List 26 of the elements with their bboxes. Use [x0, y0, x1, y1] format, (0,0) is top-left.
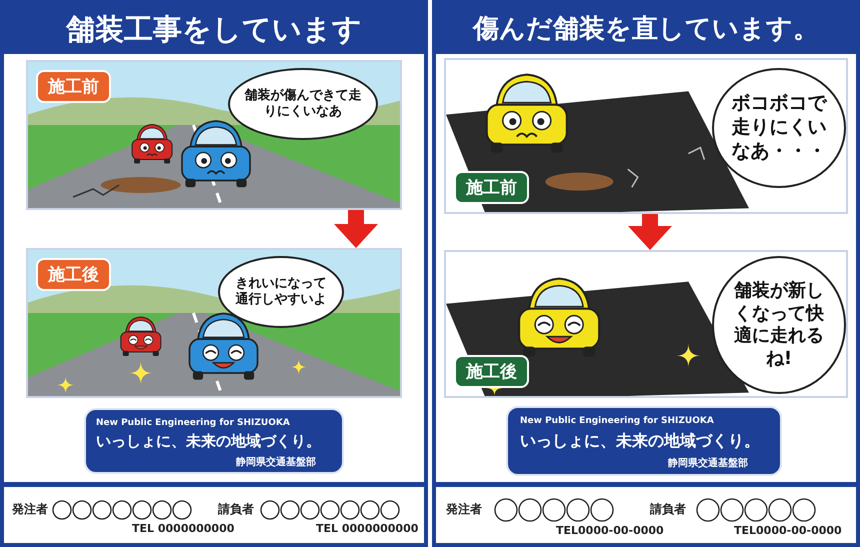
department-name: 静岡県交通基盤部 [236, 455, 316, 469]
phone-number: TEL0000-00-0000 [734, 524, 842, 537]
contractor-label: 請負者 [650, 501, 686, 518]
phone-number: TEL0000-00-0000 [556, 524, 664, 537]
signboard [0, 0, 428, 547]
speech-bubble: 舗装が新しくなって快適に走れるね! [712, 256, 846, 394]
stage-tag: 施工前 [36, 70, 111, 103]
stage-tag: 施工後 [36, 258, 111, 291]
signboard [432, 0, 860, 547]
orderer-label: 発注者 [446, 501, 482, 518]
banner-subtitle: New Public Engineering for SHIZUOKA [96, 418, 290, 428]
contractor-label: 請負者 [218, 501, 254, 518]
banner-slogan: いっしょに、未来の地域づくり。 [96, 432, 321, 451]
department-name: 静岡県交通基盤部 [668, 456, 748, 470]
stage-tag: 施工後 [454, 355, 529, 388]
down-arrow [628, 214, 672, 250]
banner-slogan: いっしょに、未来の地域づくり。 [520, 431, 760, 452]
phone-number: TEL 0000000000 [132, 522, 234, 535]
orderer-label: 発注者 [12, 501, 48, 518]
sign-title: 傷んだ舗装を直しています。 [436, 4, 856, 54]
stage-tag: 施工前 [454, 171, 529, 204]
sign-title: 舗装工事をしています [4, 4, 424, 54]
banner-subtitle: New Public Engineering for SHIZUOKA [520, 416, 714, 426]
down-arrow [334, 210, 378, 248]
phone-number: TEL 0000000000 [316, 522, 418, 535]
speech-bubble: ボコボコで走りにくいなあ・・・ [712, 68, 846, 188]
